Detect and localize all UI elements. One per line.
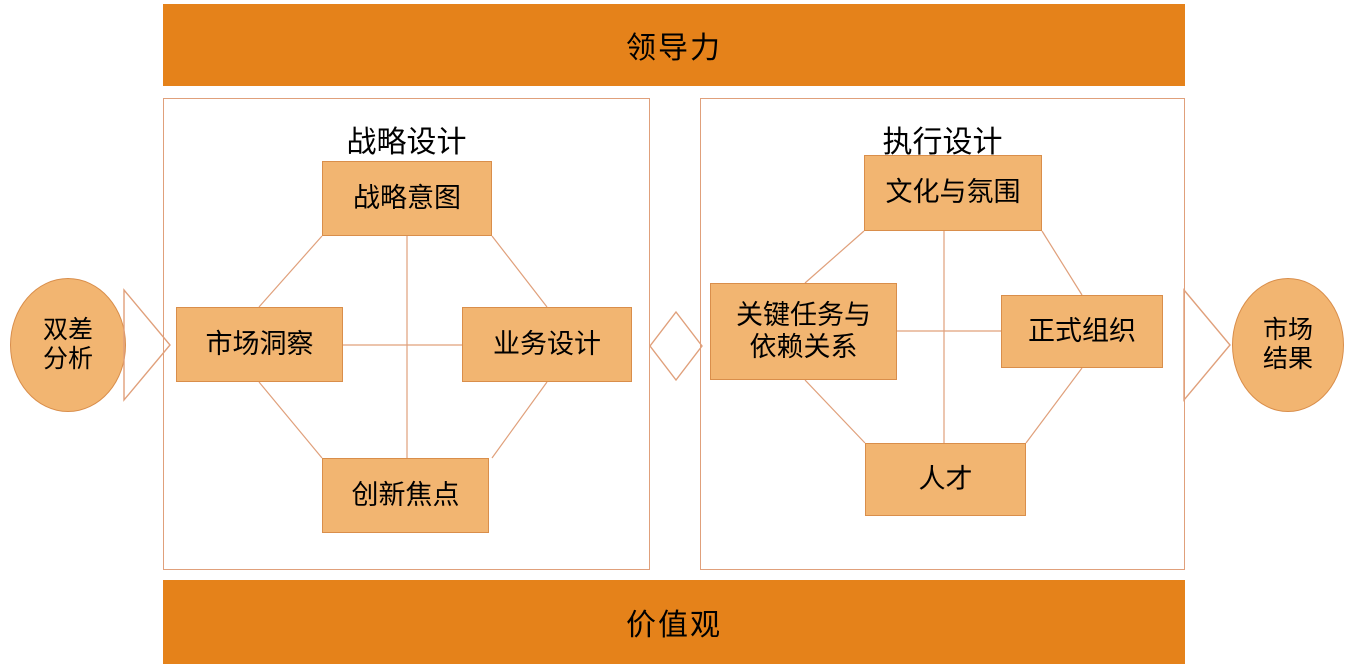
node-formal-organization[interactable]: 正式组织 bbox=[1001, 295, 1163, 368]
node-talent[interactable]: 人才 bbox=[865, 443, 1026, 516]
node-innovation-focus[interactable]: 创新焦点 bbox=[322, 458, 489, 533]
leadership-band: 领导力 bbox=[163, 4, 1185, 86]
strategy-design-title: 战略设计 bbox=[346, 126, 467, 159]
input-ellipse-line2: 分析 bbox=[42, 346, 93, 373]
node-key-tasks-line1: 关键任务与 bbox=[736, 299, 871, 330]
node-strategic-intent[interactable]: 战略意图 bbox=[322, 161, 492, 236]
arrow-output-icon bbox=[1183, 288, 1231, 402]
node-key-tasks-and-dependencies[interactable]: 关键任务与 依赖关系 bbox=[710, 283, 897, 380]
input-ellipse-dual-gap-analysis[interactable]: 双差 分析 bbox=[10, 278, 126, 412]
input-ellipse-line1: 双差 bbox=[42, 316, 93, 344]
node-culture-and-atmosphere[interactable]: 文化与氛围 bbox=[864, 155, 1042, 231]
arrow-input-icon bbox=[123, 288, 171, 402]
output-ellipse-line2: 结果 bbox=[1262, 346, 1313, 373]
execution-design-title: 执行设计 bbox=[882, 126, 1003, 159]
values-band: 价值观 bbox=[163, 580, 1185, 664]
output-ellipse-line1: 市场 bbox=[1262, 316, 1313, 344]
values-label: 价值观 bbox=[626, 609, 722, 642]
node-key-tasks-line2: 依赖关系 bbox=[749, 331, 858, 362]
node-market-insight[interactable]: 市场洞察 bbox=[176, 307, 343, 382]
diamond-connector-icon bbox=[649, 310, 703, 382]
output-ellipse-market-results[interactable]: 市场 结果 bbox=[1232, 278, 1344, 412]
leadership-label: 领导力 bbox=[626, 32, 722, 65]
node-business-design[interactable]: 业务设计 bbox=[462, 307, 632, 382]
